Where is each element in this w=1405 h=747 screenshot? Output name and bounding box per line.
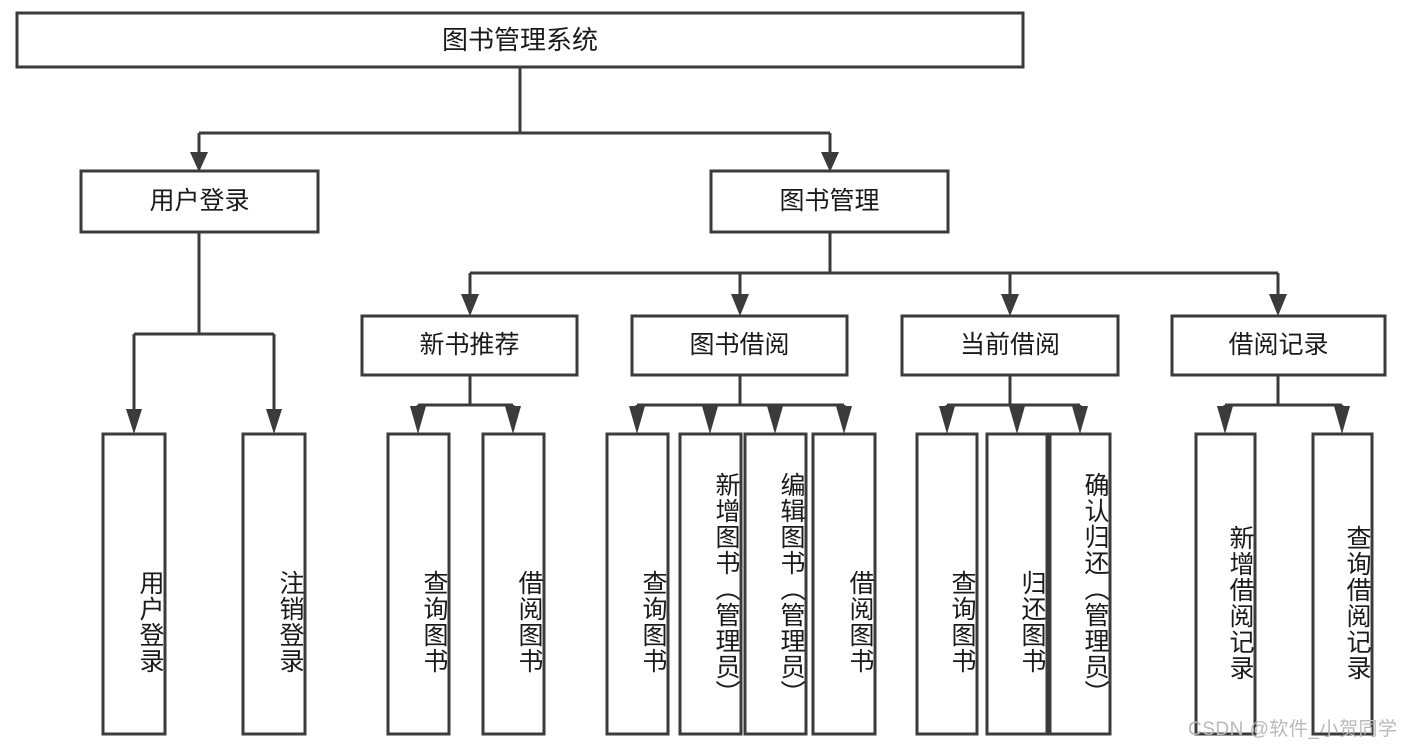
node-box-leaf-borrow-book-rec[interactable] (481, 432, 546, 736)
node-boxes (15, 11, 1387, 736)
node-box-book-borrow[interactable] (630, 314, 849, 377)
arrow-nbr-to-leaf2 (505, 406, 521, 434)
arrow-ul-to-leaf1 (126, 409, 142, 434)
arrow-bb-to-leaf3 (767, 406, 783, 434)
node-box-leaf-return-book[interactable] (985, 432, 1049, 736)
node-box-new-book-recommend[interactable] (360, 314, 579, 377)
connector-edges (126, 67, 1350, 434)
arrow-br-to-leaf2 (1334, 406, 1350, 434)
arrow-bm-to-new-book (461, 294, 479, 316)
csdn-watermark: CSDN @软件_小贺同学 (1188, 719, 1398, 740)
node-box-leaf-logout[interactable] (241, 432, 307, 736)
arrow-bm-to-borrow-record (1269, 294, 1287, 316)
arrow-root-to-book-management (821, 152, 839, 172)
arrow-bb-to-leaf1 (629, 406, 645, 434)
node-box-user-login[interactable] (79, 169, 320, 234)
node-box-current-borrow[interactable] (900, 314, 1120, 377)
node-box-leaf-query-book-rec[interactable] (386, 432, 451, 736)
arrow-root-to-user-login (190, 152, 208, 172)
node-box-leaf-borrow-book[interactable] (811, 432, 877, 736)
arrow-bb-to-leaf2 (702, 406, 718, 434)
node-box-leaf-query-book-current[interactable] (915, 432, 979, 736)
arrow-cb-to-leaf1 (939, 406, 955, 434)
arrow-ul-to-leaf2 (266, 409, 282, 434)
node-box-leaf-confirm-return-admin[interactable] (1048, 432, 1112, 736)
node-box-book-management[interactable] (709, 169, 950, 234)
arrow-bb-to-leaf4 (836, 406, 852, 434)
node-box-root[interactable] (15, 11, 1025, 69)
node-box-leaf-query-borrow-record[interactable] (1311, 432, 1374, 736)
node-box-leaf-edit-book-admin[interactable] (743, 432, 808, 736)
node-box-leaf-add-borrow-record[interactable] (1194, 432, 1257, 736)
node-box-leaf-user-login[interactable] (101, 432, 167, 736)
node-box-borrow-record[interactable] (1170, 314, 1387, 377)
arrow-bm-to-current-borrow (1001, 294, 1019, 316)
node-box-leaf-add-book-admin[interactable] (678, 432, 743, 736)
arrow-br-to-leaf1 (1217, 406, 1233, 434)
arrow-cb-to-leaf3 (1072, 406, 1088, 434)
arrow-cb-to-leaf2 (1009, 406, 1025, 434)
node-box-leaf-query-book-borrow[interactable] (605, 432, 670, 736)
arrow-bm-to-book-borrow (731, 294, 749, 316)
arrow-nbr-to-leaf1 (410, 406, 426, 434)
